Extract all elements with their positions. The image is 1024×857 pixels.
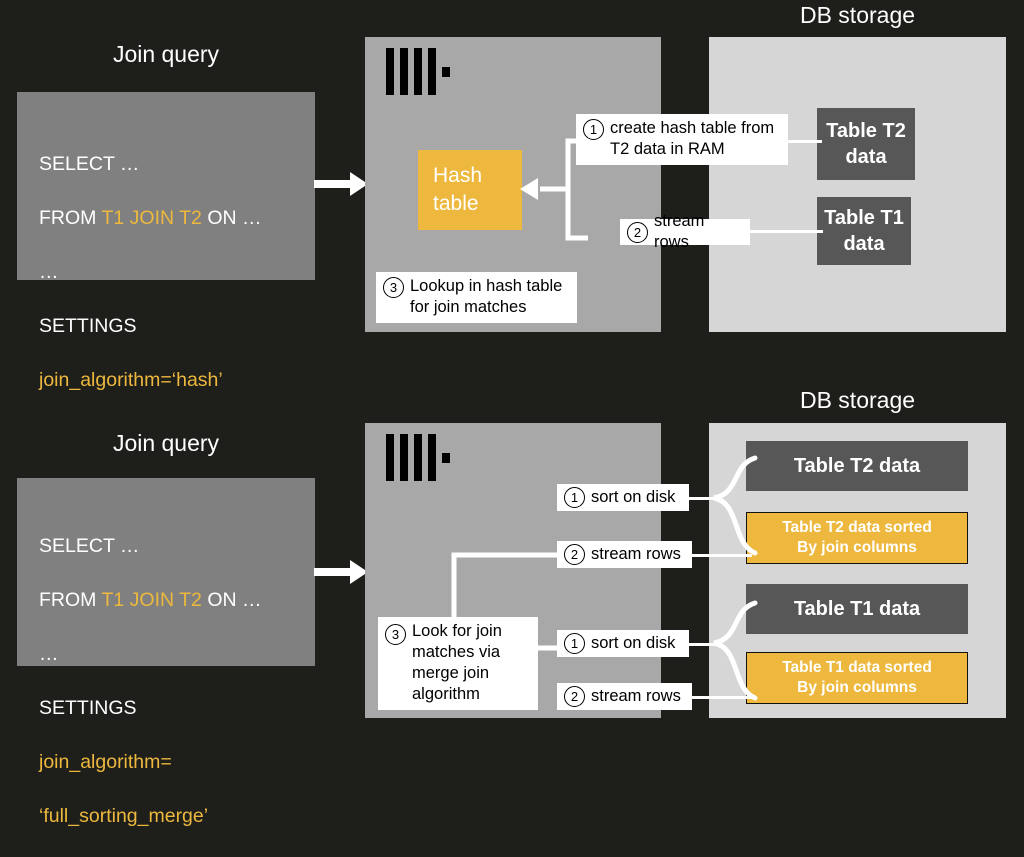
bottom-callout-stream-rows-t2: 2 stream rows: [557, 541, 692, 568]
top-callout-stream-rows: 2 stream rows: [620, 212, 750, 251]
hash-table-box: Hash table: [418, 150, 522, 230]
top-callout-lookup-in-hash-table: 3 Lookup in hash table for join matches: [376, 272, 577, 323]
bottom-line-stream-t2: [690, 554, 752, 557]
bottom-code-line-6: ‘full_sorting_merge’: [39, 805, 209, 827]
callout-text: stream rows: [591, 544, 681, 563]
clickhouse-logo: [386, 48, 450, 95]
step-number-badge: 1: [564, 487, 585, 508]
bottom-line-stream-t1: [690, 696, 752, 699]
bottom-code-line-4: SETTINGS: [39, 697, 137, 719]
callout-text: Look for join matches via merge join alg…: [412, 622, 502, 703]
step-number-badge: 1: [564, 633, 585, 654]
diagram-canvas: Join query DB storage SELECT … FROM T1 J…: [17, 2, 1006, 827]
bottom-table-t2-sorted-box: Table T2 data sorted By join columns: [746, 512, 968, 564]
step-number-badge: 1: [583, 119, 604, 140]
bottom-query-box: SELECT … FROM T1 JOIN T2 ON … … SETTINGS…: [17, 478, 315, 827]
bottom-callout-sort-on-disk-t2: 1 sort on disk: [557, 484, 689, 511]
bottom-code-line-1: SELECT …: [39, 535, 140, 557]
top-callout-create-hash-table: 1 create hash table from T2 data in RAM: [576, 114, 788, 165]
top-input-arrow-icon: [314, 172, 368, 196]
top-code-line-2-pre: FROM: [39, 207, 102, 229]
bottom-table-t2-data-box: Table T2 data: [746, 441, 968, 491]
clickhouse-logo: [386, 434, 450, 481]
top-db-storage-heading: DB storage: [799, 2, 916, 28]
bottom-code-line-2-pre: FROM: [39, 589, 102, 611]
bottom-callout-stream-rows-t1: 2 stream rows: [557, 683, 692, 710]
bottom-code-line-5: join_algorithm=: [39, 751, 172, 773]
top-code-line-1: SELECT …: [39, 153, 140, 175]
top-table-t1-data-box: Table T1 data: [817, 197, 911, 265]
bottom-input-arrow-icon: [314, 560, 368, 584]
top-code-line-2-accent: T1 JOIN T2: [101, 207, 202, 229]
top-code-line-4: SETTINGS: [39, 315, 137, 337]
callout-text: sort on disk: [591, 487, 676, 506]
step-number-badge: 3: [385, 624, 406, 645]
top-db-storage-panel: [709, 37, 1006, 332]
bottom-callout-sort-on-disk-t1: 1 sort on disk: [557, 630, 689, 657]
top-line-callout2-to-t1: [745, 230, 823, 233]
callout-text: Lookup in hash table for join matches: [410, 277, 563, 316]
bottom-query-code: SELECT … FROM T1 JOIN T2 ON … … SETTINGS…: [39, 506, 262, 857]
top-code-line-3: …: [39, 261, 59, 283]
top-table-t2-data-box: Table T2 data: [817, 108, 915, 180]
callout-text: create hash table from T2 data in RAM: [610, 119, 775, 158]
bottom-db-storage-heading: DB storage: [799, 387, 916, 413]
top-code-line-5: join_algorithm=‘hash’: [39, 369, 223, 391]
bottom-code-line-2-post: ON …: [201, 589, 262, 611]
bottom-bracket-t1: [713, 600, 758, 701]
top-code-line-2-post: ON …: [201, 207, 262, 229]
bottom-table-t1-data-box: Table T1 data: [746, 584, 968, 634]
bottom-code-line-3: …: [39, 643, 59, 665]
bottom-line-sort-t1: [686, 643, 716, 646]
callout-text: sort on disk: [591, 633, 676, 652]
bottom-join-query-heading: Join query: [112, 430, 220, 456]
top-query-box: SELECT … FROM T1 JOIN T2 ON … … SETTINGS…: [17, 92, 315, 391]
callout-text: stream rows: [591, 686, 681, 705]
bottom-code-line-2-accent: T1 JOIN T2: [101, 589, 202, 611]
top-join-query-heading: Join query: [112, 41, 220, 67]
callout-text: stream rows: [654, 211, 705, 251]
step-number-badge: 2: [627, 221, 648, 243]
step-number-badge: 3: [383, 277, 404, 298]
top-line-callout1-to-t2: [780, 140, 822, 143]
step-number-badge: 2: [564, 686, 585, 707]
top-query-code: SELECT … FROM T1 JOIN T2 ON … … SETTINGS…: [39, 124, 262, 421]
bottom-bracket-t2: [713, 455, 758, 556]
bottom-line-sort-t2: [686, 497, 716, 500]
bottom-callout-merge-join: 3 Look for join matches via merge join a…: [378, 617, 538, 710]
step-number-badge: 2: [564, 544, 585, 565]
bottom-table-t1-sorted-box: Table T1 data sorted By join columns: [746, 652, 968, 704]
